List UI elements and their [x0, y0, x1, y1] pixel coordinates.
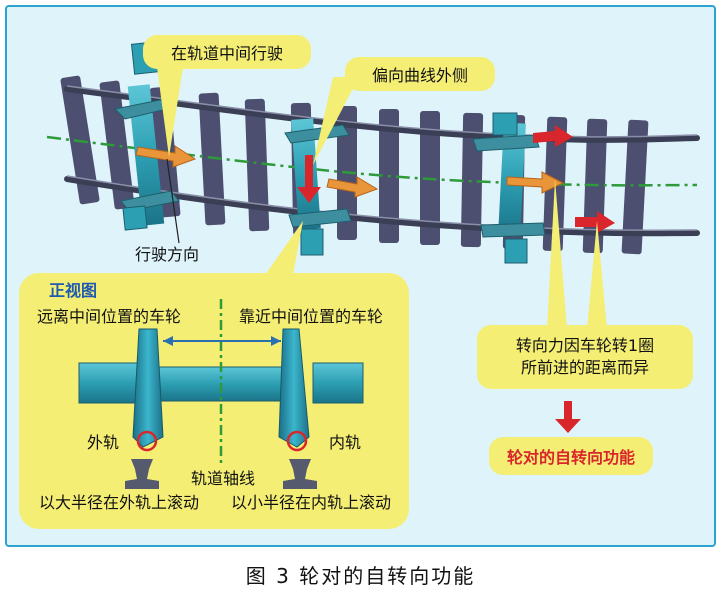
callout-bias-outer-text: 偏向曲线外侧: [371, 66, 468, 85]
diagram-artwork: [19, 41, 700, 529]
callout-reason: 转向力因车轮转1圈 所前进的距离而异: [477, 325, 693, 389]
outer-rail-label: 外轨: [87, 433, 120, 452]
front-view-title: 正视图: [49, 281, 98, 300]
track-axis-label: 轨道轴线: [191, 469, 256, 488]
track-rails: [64, 86, 700, 237]
figure-caption: 图 3 轮对的自转向功能: [245, 564, 476, 588]
reason-line-1: 转向力因车轮转1圈: [515, 336, 655, 356]
travel-direction-label: 行驶方向: [135, 245, 200, 264]
callout-bias-outer: 偏向曲线外侧: [345, 57, 495, 91]
wheel-near-label: 靠近中间位置的车轮: [239, 307, 384, 326]
result-arrow: [555, 401, 581, 433]
front-view-wheelset: [78, 299, 364, 467]
reason-line-2: 所前进的距离而异: [520, 358, 649, 377]
roll-outer-label: 以大半径在外轨上滚动: [39, 493, 200, 512]
inner-rail-label: 内轨: [329, 433, 362, 452]
figure-frame: 在轨道中间行驶 偏向曲线外侧 转向力因车轮转1圈 所前进的距离而异 轮对的自转向…: [5, 5, 716, 547]
front-view-rails: [125, 459, 317, 489]
callout-pointers: [157, 67, 607, 329]
travel-arrows-orange: [135, 145, 565, 198]
force-arrows-red: [297, 125, 615, 233]
callout-result: 轮对的自转向功能: [489, 437, 653, 475]
roll-inner-label: 以小半径在内轨上滚动: [231, 493, 392, 512]
callout-center-travel-text: 在轨道中间行驶: [170, 44, 283, 63]
inner-contact-mark: [286, 430, 308, 452]
outer-contact-mark: [136, 430, 158, 452]
result-text: 轮对的自转向功能: [506, 448, 635, 467]
callout-center-travel: 在轨道中间行驶: [143, 35, 311, 69]
wheel-far-label: 远离中间位置的车轮: [37, 307, 182, 326]
